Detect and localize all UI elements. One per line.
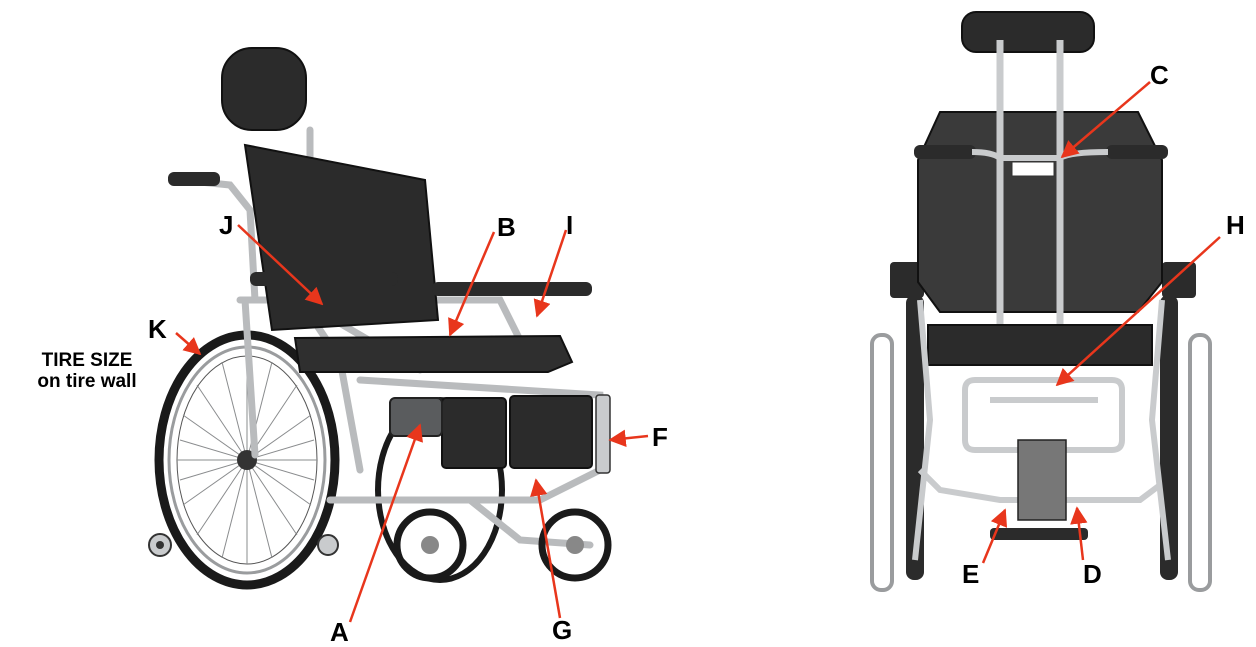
tire-size-note: TIRE SIZE on tire wall [4, 350, 170, 392]
label-c: C [1150, 60, 1169, 90]
arrow-j [237, 224, 324, 306]
arrow-k [175, 332, 202, 356]
backrest-left [243, 143, 440, 332]
armrest-near [250, 272, 398, 286]
backrest-shell [917, 111, 1163, 313]
label-a: A [330, 617, 349, 647]
rear-view-wheelchair [870, 11, 1212, 592]
push-bar [914, 145, 1168, 177]
label-i: I [566, 210, 574, 240]
label-h: H [1226, 210, 1245, 240]
label-d: D [1083, 559, 1102, 589]
push-handle-grip [168, 172, 220, 186]
label-k: K [148, 314, 167, 344]
seat-cushion [293, 334, 574, 373]
front-caster-2 [538, 508, 612, 582]
arrow-d [1070, 506, 1088, 561]
label-j: J [219, 210, 234, 240]
headrest-rear [961, 11, 1095, 53]
arrow-i [533, 229, 568, 318]
arrow-b [448, 231, 496, 337]
side-view-wheelchair [148, 47, 612, 590]
arrow-g [530, 478, 562, 619]
arrow-e [981, 508, 1008, 564]
headrest-left [221, 47, 307, 131]
calf-pad-right [509, 395, 593, 469]
label-e: E [962, 559, 980, 589]
arrow-c [1060, 81, 1151, 159]
arrow-a [348, 423, 423, 623]
front-caster-1 [393, 508, 467, 582]
arrow-f [608, 429, 649, 448]
tilt-mechanism [389, 397, 443, 437]
callout-arrows [175, 81, 1221, 623]
label-g: G [552, 615, 573, 645]
calf-pad-left [441, 397, 507, 469]
label-f: F [652, 422, 668, 452]
tire-size-note-line2: on tire wall [37, 371, 137, 392]
tire-size-note-line1: TIRE SIZE [41, 350, 133, 371]
label-b: B [497, 212, 516, 242]
arrow-h [1055, 236, 1221, 387]
armrest-far [432, 282, 592, 296]
rear-frame [912, 299, 1171, 561]
